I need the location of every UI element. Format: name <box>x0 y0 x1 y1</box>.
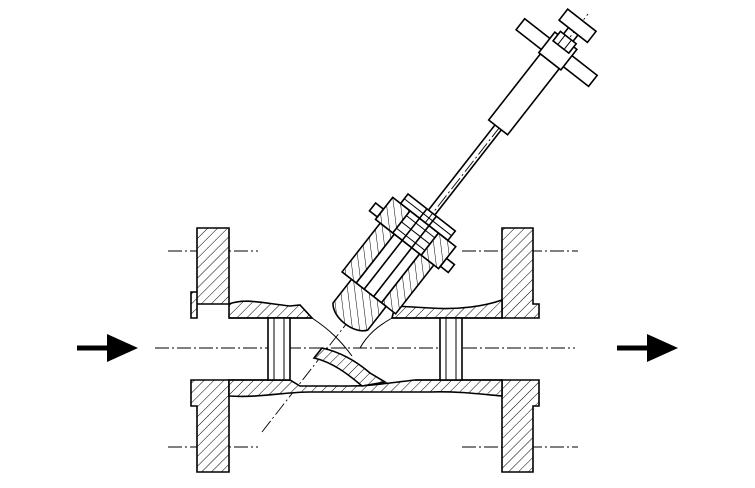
valve-body <box>190 227 540 473</box>
right-flange-lower <box>501 379 540 473</box>
inlet-liner <box>267 317 291 381</box>
bonnet-bolt-left <box>368 201 385 219</box>
stem-sleeve <box>487 52 561 136</box>
handwheel-nut <box>551 30 578 55</box>
right-arrow-icon <box>77 334 138 362</box>
right-arrow-icon <box>617 334 678 362</box>
bonnet-bolt-right <box>439 257 456 274</box>
outlet-liner <box>439 317 463 381</box>
bonnet-assembly <box>332 8 599 332</box>
valve-stem <box>427 124 496 211</box>
body-wall-upper-right <box>390 298 503 319</box>
right-flange-upper <box>501 227 540 319</box>
stem-top-cap <box>557 8 598 44</box>
bonnet-cap <box>399 192 457 242</box>
body-wall-upper-left <box>228 300 314 319</box>
left-flange-lower <box>190 379 230 473</box>
seat-wall <box>312 347 388 387</box>
left-flange-upper <box>190 227 230 319</box>
valve-disc <box>332 278 388 332</box>
